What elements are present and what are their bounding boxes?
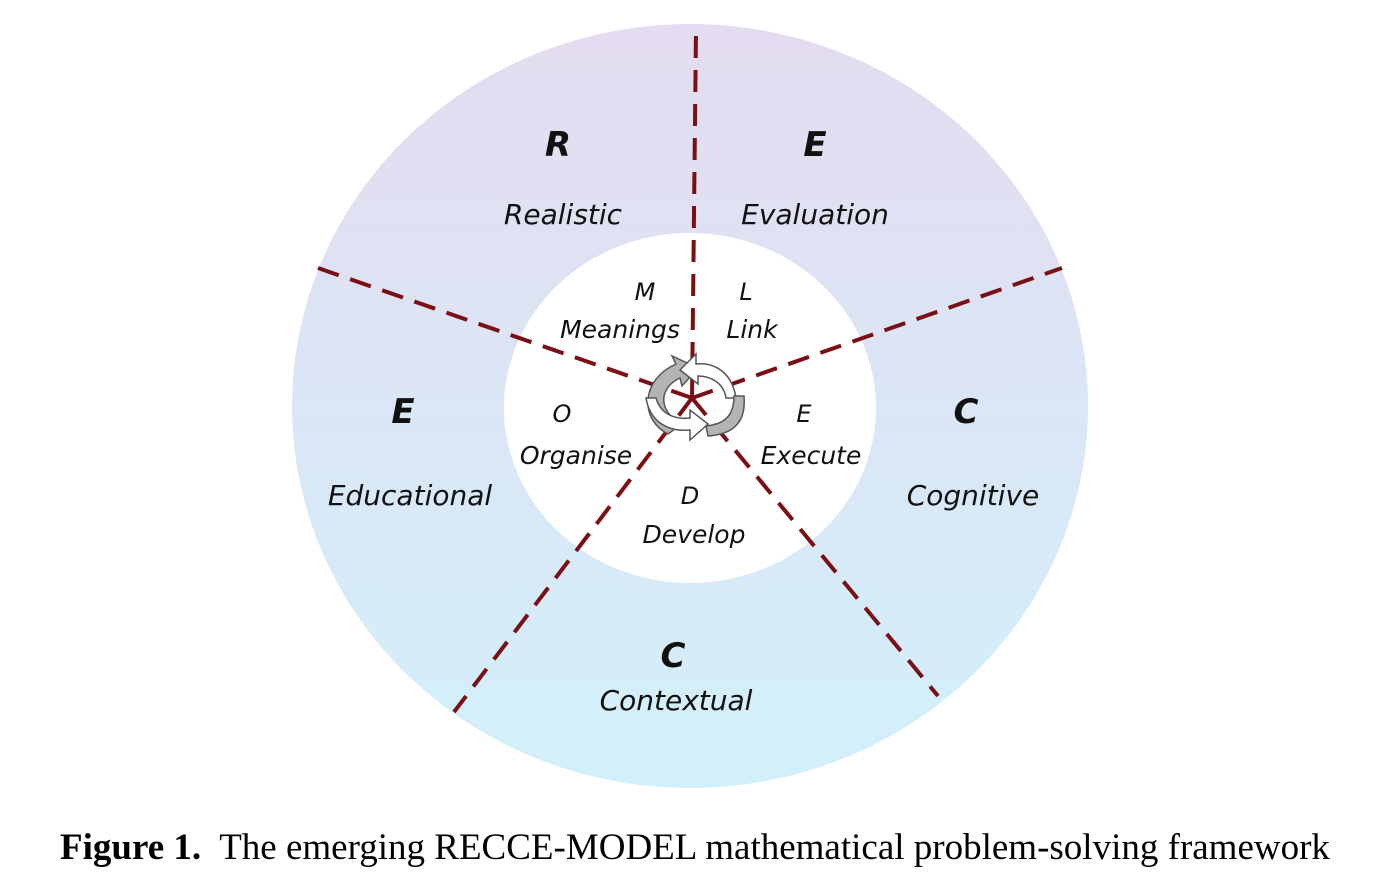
inner-word: Execute — [761, 441, 862, 470]
inner-letter: E — [796, 400, 812, 428]
inner-word: Develop — [643, 520, 746, 549]
outer-letter: E — [803, 125, 826, 165]
outer-letter: C — [661, 636, 686, 676]
caption-label: Figure 1. — [60, 827, 202, 868]
outer-letter: R — [545, 125, 571, 165]
outer-word: Realistic — [504, 198, 623, 231]
outer-segment-evaluation: E Evaluation — [741, 125, 889, 231]
outer-word: Cognitive — [907, 479, 1040, 512]
inner-segment-develop: D Develop — [643, 482, 746, 549]
outer-word: Educational — [328, 479, 493, 512]
inner-letter: M — [635, 278, 656, 306]
inner-letter: D — [681, 482, 699, 510]
inner-segment-organise: O Organise — [520, 400, 632, 470]
outer-segment-realistic: R Realistic — [504, 125, 623, 231]
inner-segment-execute: E Execute — [761, 400, 862, 470]
recce-model-diagram: R Realistic E Evaluation C Cognitive C C… — [292, 24, 1088, 788]
divider-top — [690, 29, 698, 399]
outer-segment-contextual: C Contextual — [600, 636, 753, 717]
divider-upper-right — [691, 266, 1063, 400]
inner-circle — [504, 233, 876, 583]
inner-segment-link: L Link — [726, 278, 779, 344]
outer-segment-cognitive: C Cognitive — [907, 392, 1040, 512]
inner-letter: O — [553, 400, 572, 428]
inner-word: Link — [726, 315, 779, 344]
inner-word: Meanings — [560, 315, 680, 344]
divider-lower-right — [690, 396, 940, 698]
outer-word: Contextual — [600, 684, 753, 717]
outer-letter: C — [954, 392, 979, 432]
outer-word: Evaluation — [741, 198, 889, 231]
caption-text: The emerging RECCE-MODEL mathematical pr… — [219, 827, 1330, 868]
cycle-arrows-icon — [645, 352, 745, 442]
inner-letter: L — [739, 278, 752, 306]
inner-word: Organise — [520, 441, 632, 470]
segment-dividers — [317, 29, 1063, 714]
figure-caption: Figure 1. The emerging RECCE-MODEL mathem… — [0, 826, 1390, 869]
outer-segment-educational: E Educational — [328, 392, 493, 512]
inner-segment-meanings: M Meanings — [560, 278, 680, 344]
outer-letter: E — [391, 392, 414, 432]
